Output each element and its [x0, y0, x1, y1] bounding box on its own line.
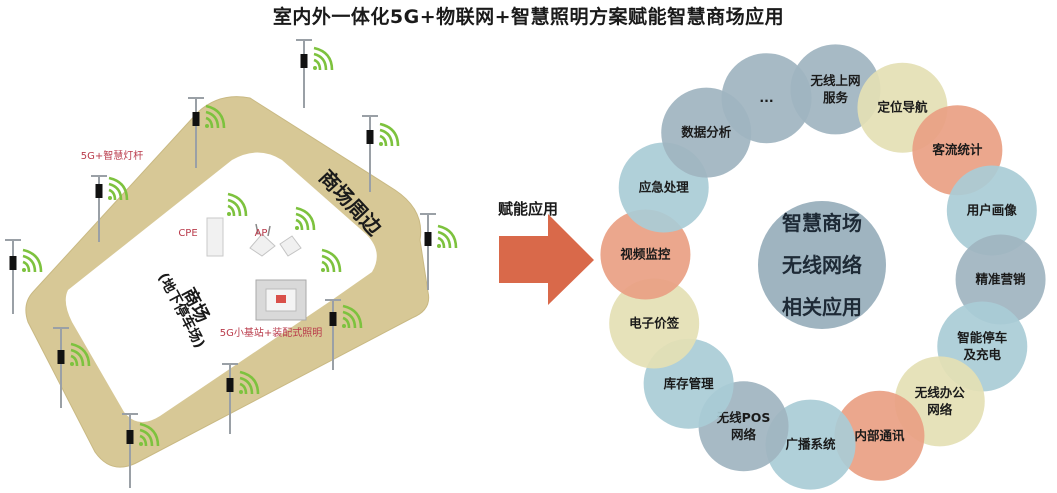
- bubble-label: 网络: [731, 427, 757, 442]
- mall-periphery-road: [25, 96, 430, 468]
- application-wheel: 无线上网服务定位导航客流统计用户画像精准营销智能停车及充电无线办公网络内部通讯广…: [600, 44, 1046, 490]
- bubble-label: 库存管理: [664, 376, 715, 391]
- bubble-label: 内部通讯: [854, 428, 905, 443]
- bubble-label: 无线办公: [914, 385, 966, 400]
- bubble-label: 应急处理: [639, 180, 690, 195]
- bubble-circle: [721, 53, 812, 144]
- bubble-circle: [609, 278, 700, 369]
- bubble-label: 服务: [823, 90, 849, 105]
- light-pole-icon: [91, 175, 129, 242]
- bubble-label: 网络: [927, 402, 953, 417]
- application-bubble: 内部通讯: [834, 390, 925, 481]
- bubble-label: 视频监控: [620, 247, 671, 262]
- light-pole-icon: [188, 97, 226, 168]
- arrow-label: 赋能应用: [498, 200, 558, 218]
- center-line-1: 智慧商场: [782, 211, 862, 235]
- bubble-circle: [946, 165, 1037, 256]
- bubble-label: ...: [759, 90, 773, 105]
- light-pole-icon: [122, 413, 160, 488]
- center-line-2: 无线网络: [782, 253, 862, 277]
- light-pole-icon: [420, 213, 458, 290]
- bubble-label: 无线上网: [809, 73, 860, 88]
- bubble-label: 数据分析: [680, 125, 732, 140]
- bubble-label: 精准营销: [976, 271, 1027, 286]
- light-pole-icon: [222, 363, 260, 434]
- smart-light-poles: [5, 39, 458, 488]
- application-bubble: ...: [721, 53, 812, 144]
- bubble-circle: [834, 390, 925, 481]
- center-line-3: 相关应用: [782, 295, 862, 319]
- bubble-label: 客流统计: [931, 142, 983, 157]
- page-title: 室内外一体化5G+物联网+智慧照明方案赋能智慧商场应用: [272, 6, 785, 28]
- enable-arrow: [499, 214, 594, 305]
- bubble-label: 用户画像: [966, 203, 1018, 218]
- bubble-label: 无线POS: [716, 410, 771, 425]
- light-pole-icon: [296, 39, 334, 108]
- light-pole-icon: [362, 115, 400, 192]
- ap-label: AP: [255, 228, 268, 239]
- cpe-label: CPE: [178, 228, 197, 239]
- application-bubble: 电子价签: [609, 278, 700, 369]
- ap-device-icon: [249, 206, 316, 257]
- center-circle: [758, 201, 886, 329]
- bubble-label: 电子价签: [629, 315, 680, 330]
- light-pole-icon: [53, 327, 91, 408]
- light-pole-icon: [5, 239, 43, 314]
- cpe-device-icon: [206, 192, 248, 257]
- bubble-label: 广播系统: [786, 437, 837, 452]
- bubble-label: 及充电: [964, 347, 1002, 362]
- base-station-label: 5G小基站+装配式照明: [220, 326, 323, 339]
- small-cell-lighting-icon: [255, 248, 342, 321]
- application-bubble: 用户画像: [946, 165, 1037, 256]
- bubble-label: 定位导航: [876, 100, 928, 115]
- bubble-label: 智能停车: [956, 330, 1008, 345]
- pole-label: 5G+智慧灯杆: [81, 149, 144, 162]
- light-pole-icon: [325, 299, 363, 370]
